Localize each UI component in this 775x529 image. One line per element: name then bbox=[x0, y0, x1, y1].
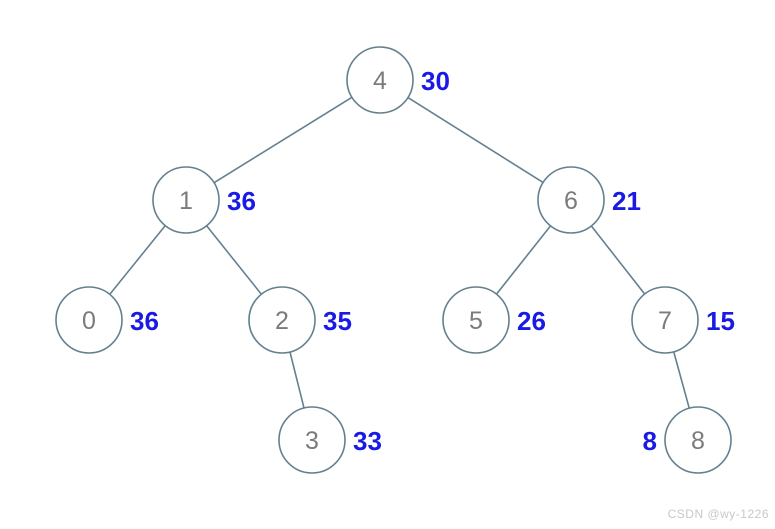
tree-node-circle-8 bbox=[664, 406, 732, 474]
tree-node-label-1: 1 bbox=[179, 187, 193, 215]
tree-edge-6-5 bbox=[495, 225, 552, 295]
tree-node-circle-0 bbox=[55, 286, 123, 354]
tree-node-label-0: 0 bbox=[82, 307, 96, 335]
tree-node-annotation-4: 30 bbox=[421, 66, 450, 96]
tree-node-annotation-8: 8 bbox=[643, 426, 657, 456]
tree-node-label-5: 5 bbox=[469, 307, 483, 335]
tree-node-annotation-2: 35 bbox=[323, 306, 352, 336]
tree-node-circle-4 bbox=[346, 46, 414, 114]
tree-node-circle-5 bbox=[442, 286, 510, 354]
tree-node-circle-7 bbox=[631, 286, 699, 354]
tree-node-label-2: 2 bbox=[275, 307, 289, 335]
tree-node-label-6: 6 bbox=[564, 187, 578, 215]
tree-node-circle-2 bbox=[248, 286, 316, 354]
tree-node-circle-3 bbox=[278, 406, 346, 474]
tree-node-label-4: 4 bbox=[373, 67, 387, 95]
tree-node-annotation-1: 36 bbox=[227, 186, 256, 216]
tree-node-circle-6 bbox=[537, 166, 605, 234]
tree-edge-7-8 bbox=[672, 351, 691, 409]
tree-node-annotation-3: 33 bbox=[353, 426, 382, 456]
tree-node-circle-1 bbox=[152, 166, 220, 234]
watermark: CSDN @wy-1226 bbox=[667, 507, 769, 521]
tree-node-label-3: 3 bbox=[305, 427, 319, 455]
tree-node-annotation-7: 15 bbox=[706, 306, 735, 336]
tree-edge-4-6 bbox=[407, 96, 544, 184]
tree-node-annotation-5: 26 bbox=[517, 306, 546, 336]
tree-edge-2-3 bbox=[289, 351, 305, 409]
tree-edge-6-7 bbox=[590, 225, 646, 295]
tree-node-annotation-6: 21 bbox=[612, 186, 641, 216]
tree-edge-1-2 bbox=[205, 225, 263, 295]
tree-node-label-8: 8 bbox=[691, 427, 705, 455]
tree-edge-1-0 bbox=[109, 225, 166, 295]
tree-edge-4-1 bbox=[213, 96, 353, 184]
tree-node-label-7: 7 bbox=[658, 307, 672, 335]
tree-node-annotation-0: 36 bbox=[130, 306, 159, 336]
